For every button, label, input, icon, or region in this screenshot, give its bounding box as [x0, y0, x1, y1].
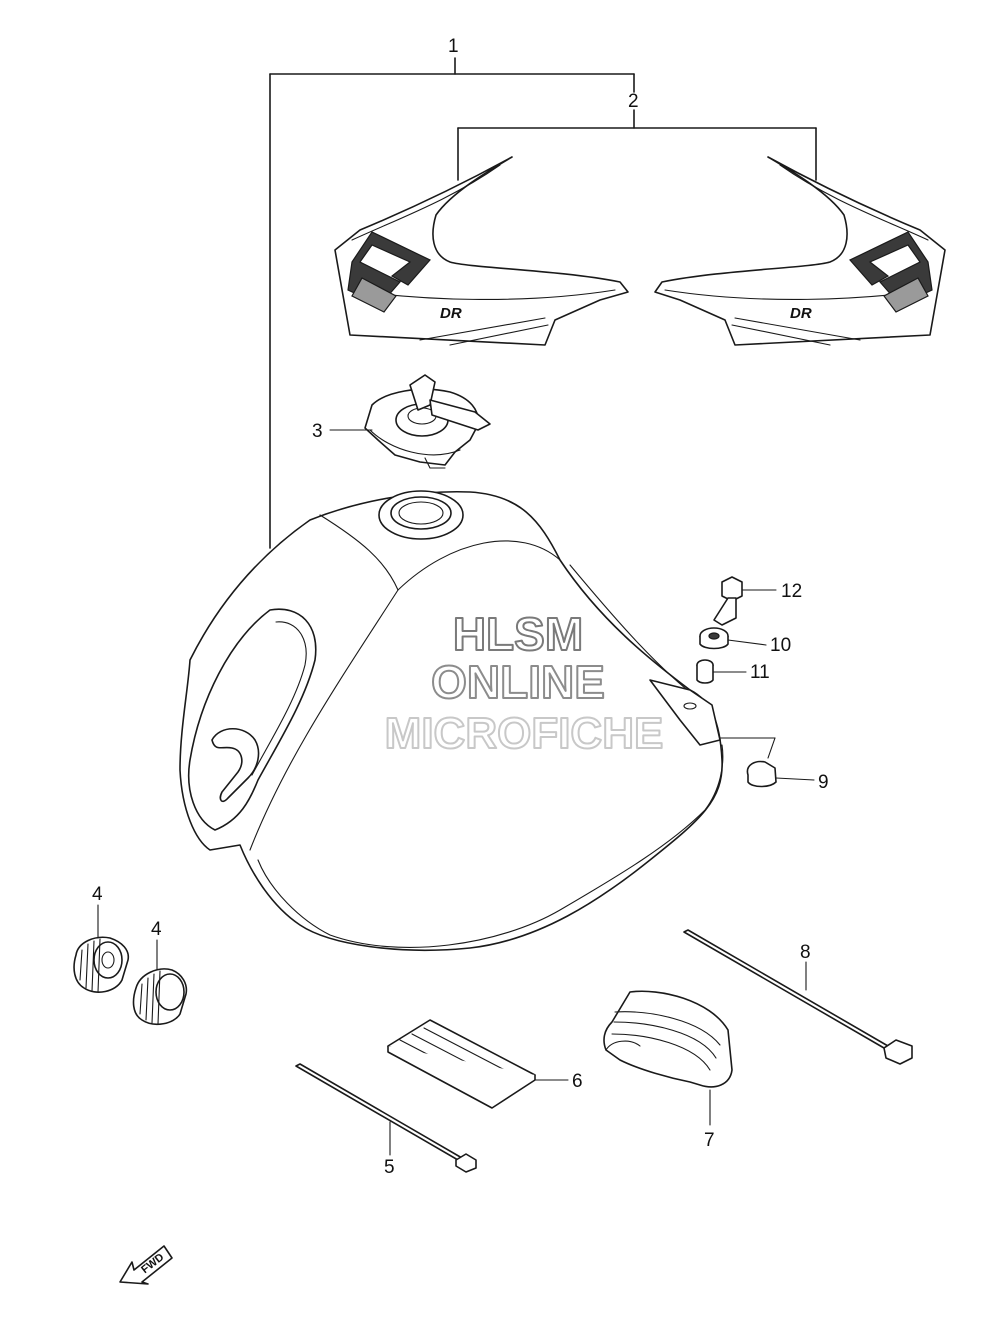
cushion-9	[719, 737, 815, 788]
cap-4a	[73, 904, 130, 993]
bolt-12	[713, 576, 777, 626]
fuel-cap	[364, 374, 491, 469]
tank-emblem-left: DR	[334, 156, 629, 346]
fuel-tank	[179, 490, 724, 952]
cover-7	[603, 990, 733, 1126]
callout-1: 1	[448, 36, 459, 57]
callout-2: 2	[628, 91, 639, 112]
pad-6	[387, 1019, 569, 1109]
assembly-bracket-2	[457, 109, 817, 181]
cap-4b	[132, 939, 188, 1026]
callout-11: 11	[750, 662, 770, 683]
watermark-line-3: MICROFICHE	[385, 709, 664, 758]
callout-8: 8	[800, 942, 811, 963]
emblem-left-text: DR	[440, 305, 462, 322]
callout-12: 12	[781, 581, 802, 602]
callout-4a: 4	[92, 884, 103, 905]
washer-10	[699, 627, 767, 650]
assembly-bracket-1	[269, 57, 635, 549]
tank-emblem-right: DR	[654, 156, 946, 346]
callout-3: 3	[312, 421, 323, 442]
collar-11	[696, 659, 747, 684]
callout-4b: 4	[151, 919, 162, 940]
callout-7: 7	[704, 1130, 715, 1151]
cable-tie-5	[295, 1063, 477, 1173]
callout-6: 6	[572, 1071, 583, 1092]
callout-9: 9	[818, 772, 829, 793]
forward-arrow-icon: FWD	[119, 1245, 173, 1285]
callout-10: 10	[770, 635, 791, 656]
callout-5: 5	[384, 1157, 395, 1178]
watermark-line-1: HLSM	[453, 608, 583, 660]
cable-tie-8	[683, 929, 913, 1065]
watermark-line-2: ONLINE	[431, 656, 605, 708]
emblem-right-text: DR	[790, 305, 812, 322]
